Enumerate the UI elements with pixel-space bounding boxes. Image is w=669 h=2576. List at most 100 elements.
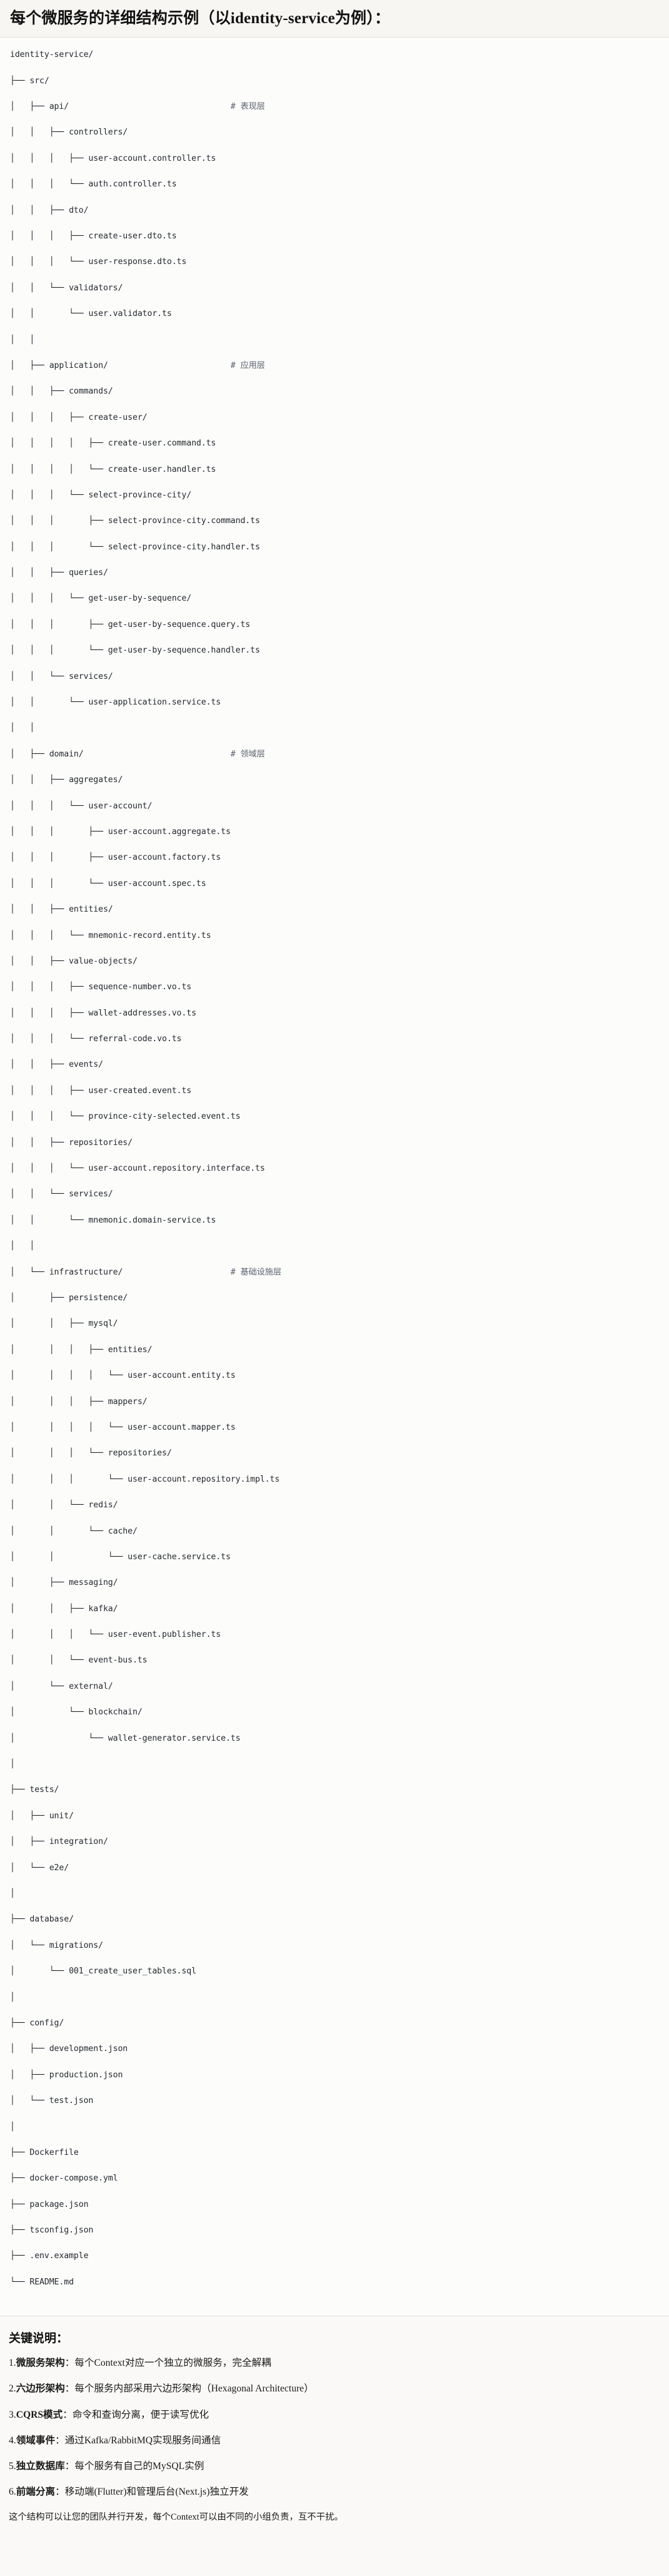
- tree-path: │ │ │ ├── mappers/: [10, 1397, 148, 1407]
- key-note-number: 3.: [9, 2409, 16, 2420]
- directory-tree: identity-service/ ├── src/ │ ├── api/ # …: [10, 49, 659, 2302]
- tree-path: │ │ │ ├── sequence-number.vo.ts: [10, 982, 192, 992]
- tree-row: │ │ ├── queries/: [10, 567, 659, 580]
- tree-path: │ ├── application/: [10, 360, 108, 370]
- tree-row: │: [10, 2121, 659, 2134]
- tree-path: │ │ │ ├── user-account.aggregate.ts: [10, 827, 231, 837]
- tree-row: │ │ │ └── auth.controller.ts: [10, 178, 659, 191]
- tree-row: │ │ │ ├── user-account.factory.ts: [10, 852, 659, 865]
- tree-row: │ │ ├── value-objects/: [10, 955, 659, 969]
- tree-path: │ │ └── services/: [10, 671, 113, 681]
- tree-row: │: [10, 1758, 659, 1771]
- tree-path: │ ├── persistence/: [10, 1293, 128, 1303]
- tree-path: │: [10, 2122, 15, 2132]
- key-note-item: 5.独立数据库：每个服务有自己的MySQL实例: [9, 2459, 660, 2474]
- tree-path: │ └── blockchain/: [10, 1708, 143, 1718]
- tree-path: │ │ ├── kafka/: [10, 1604, 118, 1614]
- tree-path: │ ├── production.json: [10, 2070, 123, 2080]
- tree-row: │ │ │ └── user-account/: [10, 800, 659, 813]
- tree-path: │ └── e2e/: [10, 1863, 69, 1873]
- tree-row: │ ├── domain/ # 领域层: [10, 748, 659, 761]
- tree-path: │ │ │ ├── create-user/: [10, 412, 148, 422]
- tree-comment: # 领域层: [230, 749, 265, 759]
- tree-path: │ │ ├── aggregates/: [10, 775, 123, 785]
- tree-row: │ │ │ └── user-account.spec.ts: [10, 878, 659, 891]
- tree-row: │ │ │ └── mnemonic-record.entity.ts: [10, 930, 659, 943]
- tree-row: └── README.md: [10, 2276, 659, 2289]
- tree-row: │ │ │ ├── entities/: [10, 1344, 659, 1357]
- tree-row: │ │ │ └── select-province-city/: [10, 489, 659, 502]
- tree-row: identity-service/: [10, 49, 659, 62]
- tree-path: │ │: [10, 723, 35, 733]
- tree-path: ├── .env.example: [10, 2251, 89, 2261]
- tree-row: │ └── migrations/: [10, 1940, 659, 1953]
- tree-row: │ ├── persistence/: [10, 1292, 659, 1305]
- tree-path: │ └── external/: [10, 1681, 113, 1691]
- tree-path: │ │ │ └── select-province-city.handler.t…: [10, 542, 260, 552]
- tree-row: │ │ │ │ └── user-account.entity.ts: [10, 1370, 659, 1383]
- tree-row: │ ├── unit/: [10, 1810, 659, 1823]
- tree-row: │ │ ├── mysql/: [10, 1318, 659, 1331]
- tree-row: │ ├── application/ # 应用层: [10, 360, 659, 373]
- tree-row: │ │ └── validators/: [10, 282, 659, 295]
- tree-path: ├── tsconfig.json: [10, 2226, 94, 2236]
- key-note-term: 领域事件: [16, 2435, 56, 2446]
- tree-row: │ └── wallet-generator.service.ts: [10, 1733, 659, 1746]
- tree-path: │ ├── unit/: [10, 1811, 74, 1821]
- tree-path: │ │ │ ├── user-account.controller.ts: [10, 153, 216, 163]
- tree-path: │ │ ├── controllers/: [10, 128, 128, 138]
- key-note-term: 六边形架构: [16, 2383, 65, 2395]
- key-note-term: 前端分离: [16, 2487, 56, 2498]
- tree-row: │ │ │ ├── get-user-by-sequence.query.ts: [10, 619, 659, 632]
- tree-path: ├── config/: [10, 2018, 64, 2028]
- tree-row: │ │ │ └── user-account.repository.interf…: [10, 1163, 659, 1176]
- tree-row: │ │ │ ├── select-province-city.command.t…: [10, 515, 659, 528]
- tree-row: │ │ ├── entities/: [10, 904, 659, 917]
- tree-path: │ │ │ └── user-account.repository.impl.t…: [10, 1474, 280, 1484]
- tree-path: │ │ │ ├── select-province-city.command.t…: [10, 516, 260, 526]
- tree-row: │ └── infrastructure/ # 基础设施层: [10, 1266, 659, 1280]
- key-note-item: 4.领域事件：通过Kafka/RabbitMQ实现服务间通信: [9, 2433, 660, 2448]
- tree-path: │ │ ├── entities/: [10, 905, 113, 915]
- tree-row: │ │ │ ├── mappers/: [10, 1396, 659, 1409]
- tree-row: │ │ │ └── get-user-by-sequence/: [10, 593, 659, 606]
- tree-path: │ ├── messaging/: [10, 1578, 118, 1588]
- tree-path: │ └── infrastructure/: [10, 1267, 123, 1277]
- tree-row: │ │ │ ├── user-account.controller.ts: [10, 153, 659, 166]
- key-note-description: ：每个服务有自己的MySQL实例: [64, 2460, 204, 2472]
- tree-path: │ │ │ └── select-province-city/: [10, 490, 192, 500]
- tree-row: ├── .env.example: [10, 2250, 659, 2263]
- tree-row: │ │ └── event-bus.ts: [10, 1654, 659, 1667]
- key-note-number: 1.: [9, 2358, 16, 2369]
- tree-path: │ │ │ ├── entities/: [10, 1345, 153, 1355]
- tree-path: │ │ │ └── auth.controller.ts: [10, 180, 177, 190]
- tree-path: │: [10, 1759, 15, 1769]
- tree-row: │ │ │ └── province-city-selected.event.t…: [10, 1111, 659, 1124]
- tree-row: │ │ └── cache/: [10, 1525, 659, 1539]
- tree-path: │ │ │ ├── user-created.event.ts: [10, 1086, 192, 1096]
- tree-row: ├── tsconfig.json: [10, 2224, 659, 2237]
- tree-path: │ │ │ └── user-account.repository.interf…: [10, 1164, 265, 1174]
- tree-path: │ │ └── redis/: [10, 1500, 118, 1510]
- key-note-description: ：移动端(Flutter)和管理后台(Next.js)独立开发: [55, 2487, 249, 2498]
- tree-path: │ │ │ └── repositories/: [10, 1448, 172, 1459]
- tree-row: │ │ │ │ └── user-account.mapper.ts: [10, 1422, 659, 1435]
- tree-row: │ ├── integration/: [10, 1836, 659, 1849]
- tree-path: │ │ ├── events/: [10, 1060, 103, 1070]
- tree-path: │ │ └── validators/: [10, 283, 123, 293]
- key-note-item: 1.微服务架构：每个Context对应一个独立的微服务，完全解耦: [9, 2356, 660, 2371]
- key-notes-heading: 关键说明：: [9, 2332, 69, 2346]
- tree-row: │ │ │ └── referral-code.vo.ts: [10, 1033, 659, 1046]
- tree-path: │ │ │ └── get-user-by-sequence/: [10, 594, 192, 604]
- tree-path: │ │ └── user-application.service.ts: [10, 698, 221, 708]
- tree-path: identity-service/: [10, 50, 94, 60]
- tree-path: │ │: [10, 335, 35, 345]
- tree-row: │ └── blockchain/: [10, 1706, 659, 1719]
- tree-path: │ │ │ └── user-account/: [10, 801, 153, 811]
- tree-comment: # 基础设施层: [230, 1267, 281, 1277]
- tree-row: │ ├── production.json: [10, 2069, 659, 2082]
- tree-path: │ │ │ └── mnemonic-record.entity.ts: [10, 930, 211, 940]
